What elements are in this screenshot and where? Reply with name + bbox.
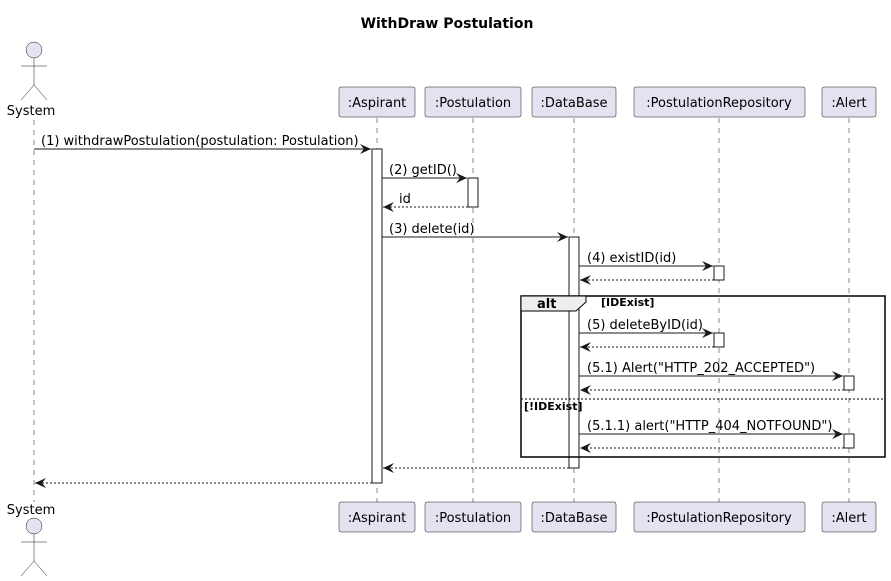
alt-guard-1: [IDExist] (601, 296, 654, 309)
diagram-title: WithDraw Postulation (361, 16, 534, 32)
message-2-return-label: id (399, 192, 411, 207)
svg-text::Postulation: :Postulation (435, 511, 511, 526)
activation-alert-1 (843, 375, 855, 391)
activation-postulation (467, 177, 479, 208)
activation-aspirant (371, 148, 383, 484)
participant-postulation-top: :Postulation (424, 86, 522, 118)
actor-system-bottom: System (7, 503, 55, 577)
activation-repository-1 (713, 265, 725, 281)
participant-alert-bottom: :Alert (821, 501, 877, 533)
svg-text::PostulationRepository: :PostulationRepository (646, 511, 792, 526)
svg-text::DataBase: :DataBase (540, 96, 607, 111)
participant-repository-bottom: :PostulationRepository (633, 501, 806, 533)
message-3-label: (3) delete(id) (389, 222, 475, 237)
participant-repository-top: :PostulationRepository (633, 86, 806, 118)
message-5-1-1-label: (5.1.1) alert("HTTP_404_NOTFOUND") (587, 419, 832, 434)
activation-alert-2 (843, 433, 855, 449)
alt-guard-2: [!IDExist] (524, 400, 582, 413)
svg-text::Aspirant: :Aspirant (348, 511, 407, 526)
participant-database-top: :DataBase (531, 86, 617, 118)
actor-system-label-top: System (7, 104, 55, 119)
svg-text::DataBase: :DataBase (540, 511, 607, 526)
svg-text::Alert: :Alert (831, 96, 866, 111)
alt-fragment: alt [IDExist] [!IDExist] (520, 295, 886, 458)
message-5-1-label: (5.1) Alert("HTTP_202_ACCEPTED") (587, 361, 815, 376)
actor-system-top: System (7, 41, 55, 119)
participant-alert-top: :Alert (821, 86, 877, 118)
participant-aspirant-bottom: :Aspirant (338, 501, 416, 533)
svg-text::Alert: :Alert (831, 511, 866, 526)
svg-text::Aspirant: :Aspirant (348, 96, 407, 111)
participant-aspirant-top: :Aspirant (338, 86, 416, 118)
participant-database-bottom: :DataBase (531, 501, 617, 533)
svg-text::Postulation: :Postulation (435, 96, 511, 111)
message-1-label: (1) withdrawPostulation(postulation: Pos… (41, 134, 359, 149)
actor-system-label-bottom: System (7, 503, 55, 518)
message-2-label: (2) getID() (389, 163, 457, 178)
participant-postulation-bottom: :Postulation (424, 501, 522, 533)
activation-database (568, 236, 580, 469)
alt-keyword: alt (537, 297, 556, 312)
message-5-label: (5) deleteByID(id) (587, 318, 703, 333)
activation-repository-2 (713, 332, 725, 348)
message-4-label: (4) existID(id) (587, 251, 676, 266)
svg-text::PostulationRepository: :PostulationRepository (646, 96, 792, 111)
